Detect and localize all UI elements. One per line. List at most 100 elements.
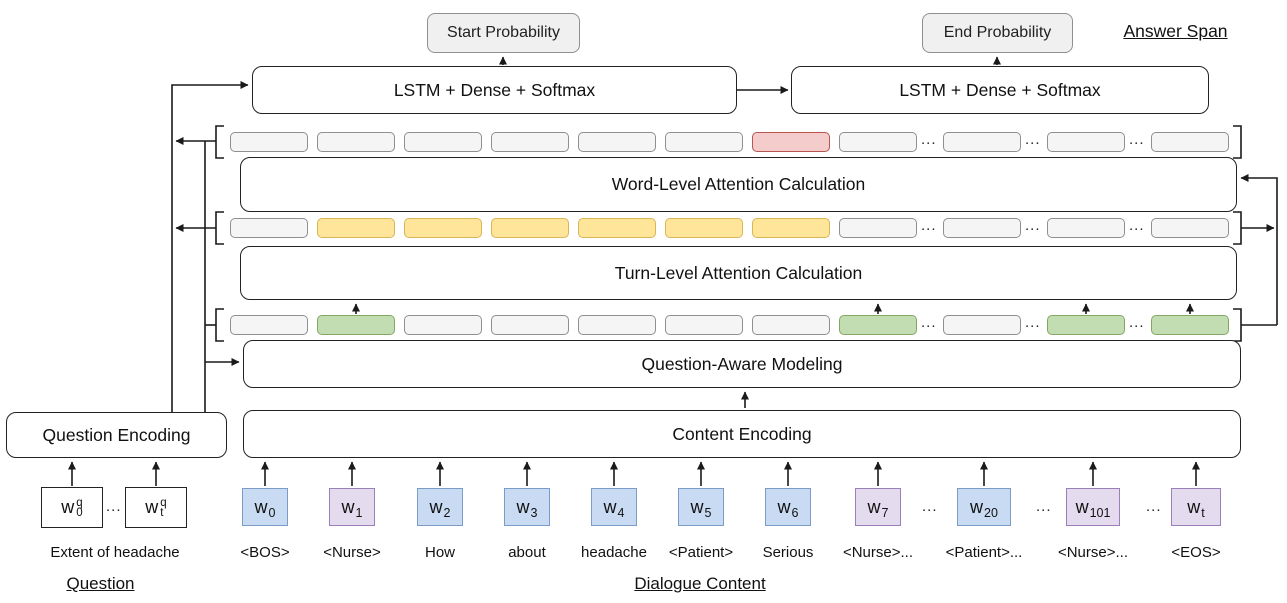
dialogue-word-label-3: about <box>508 544 546 561</box>
dialogue-word-label-5: <Patient> <box>668 544 734 561</box>
word_level-token-2-gray <box>404 132 482 152</box>
turn_level-token-7-gray <box>839 218 917 238</box>
question_aware-token-3-gray <box>491 315 569 335</box>
content-encoding-label: Content Encoding <box>672 423 812 444</box>
turn_level-token-8-gray <box>943 218 1021 238</box>
turn_level-token-5-yellow <box>665 218 743 238</box>
lstm-left-label: LSTM + Dense + Softmax <box>393 79 596 100</box>
dialogue-tokens-ellipsis-2: ... <box>1036 498 1052 515</box>
answer-span-label: Answer Span <box>1123 21 1228 41</box>
turn_level-ellipsis-1: ... <box>1025 217 1041 234</box>
bracket-row2-right <box>1233 211 1242 245</box>
turn_level-token-0-gray <box>230 218 308 238</box>
word_level-token-4-gray <box>578 132 656 152</box>
question_aware-ellipsis-1: ... <box>1025 314 1041 331</box>
dialogue-word-label-9: <Nurse>... <box>1057 544 1129 561</box>
dialogue-word-label-2: How <box>424 544 455 561</box>
word_level-token-5-gray <box>665 132 743 152</box>
question-aware-modeling-label: Question-Aware Modeling <box>641 353 843 374</box>
start-probability-box: Start Probability <box>427 13 580 53</box>
dialogue-word-label-6: Serious <box>762 544 814 561</box>
turn_level-token-1-yellow <box>317 218 395 238</box>
dialogue-word-label-0: <BOS> <box>240 544 290 561</box>
dialogue-word-label-7: <Nurse>... <box>842 544 914 561</box>
lstm-dense-softmax-right: LSTM + Dense + Softmax <box>791 66 1209 114</box>
question-section-label: Question <box>66 574 135 593</box>
dialogue-word-label-10: <EOS> <box>1171 544 1221 561</box>
turn_level-token-4-yellow <box>578 218 656 238</box>
question_aware-token-6-gray <box>752 315 830 335</box>
dialogue-content-section-label: Dialogue Content <box>634 574 766 593</box>
question_aware-token-0-gray <box>230 315 308 335</box>
word_level-token-3-gray <box>491 132 569 152</box>
question_aware-ellipsis-0: ... <box>921 314 937 331</box>
arrow-question-to-lstm <box>171 81 249 412</box>
bracket-row3-right <box>1233 308 1242 342</box>
question_aware-token-5-gray <box>665 315 743 335</box>
word_level-ellipsis-1: ... <box>1025 131 1041 148</box>
question-encoding-box: Question Encoding <box>6 412 227 458</box>
arrow-loop-to-wordattn <box>1240 174 1278 325</box>
question_aware-token-10-green <box>1151 315 1229 335</box>
turn-level-attention-label: Turn-Level Attention Calculation <box>614 262 863 283</box>
turn_level-ellipsis-2: ... <box>1129 217 1145 234</box>
turn_level-token-10-gray <box>1151 218 1229 238</box>
word_level-token-1-gray <box>317 132 395 152</box>
lstm-right-label: LSTM + Dense + Softmax <box>899 79 1101 100</box>
question-encoding-label: Question Encoding <box>42 424 191 445</box>
bracket-row1-left <box>215 125 224 159</box>
word_level-token-6-red <box>752 132 830 152</box>
dialogue-word-label-1: <Nurse> <box>323 544 381 561</box>
turn-level-attention-box: Turn-Level Attention Calculation <box>240 246 1237 300</box>
dialogue-word-label-8: <Patient>... <box>945 544 1023 561</box>
question_aware-token-9-green <box>1047 315 1125 335</box>
word_level-token-9-gray <box>1047 132 1125 152</box>
word_level-token-0-gray <box>230 132 308 152</box>
question_aware-token-2-gray <box>404 315 482 335</box>
start-probability-label: Start Probability <box>447 24 560 41</box>
bracket-row3-left <box>215 308 224 342</box>
word_level-ellipsis-0: ... <box>921 131 937 148</box>
turn_level-token-6-yellow <box>752 218 830 238</box>
question-caption: Extent of headache <box>50 544 180 561</box>
turn_level-token-9-gray <box>1047 218 1125 238</box>
lstm-dense-softmax-left: LSTM + Dense + Softmax <box>252 66 737 114</box>
content-encoding-box: Content Encoding <box>243 410 1241 458</box>
dialogue-word-label-4: headache <box>581 544 647 561</box>
bracket-row2-left <box>215 211 224 245</box>
question_aware-token-4-gray <box>578 315 656 335</box>
dialogue-tokens-ellipsis-3: ... <box>1146 498 1162 515</box>
bracket-row1-right <box>1233 125 1242 159</box>
turn_level-token-3-yellow <box>491 218 569 238</box>
question_aware-token-7-green <box>839 315 917 335</box>
word_level-ellipsis-2: ... <box>1129 131 1145 148</box>
word-level-attention-label: Word-Level Attention Calculation <box>611 174 866 194</box>
end-probability-box: End Probability <box>922 13 1073 53</box>
question_aware-token-8-gray <box>943 315 1021 335</box>
question_aware-token-1-green <box>317 315 395 335</box>
word_level-token-10-gray <box>1151 132 1229 152</box>
word_level-token-8-gray <box>943 132 1021 152</box>
question-tokens-ellipsis: ... <box>106 498 122 515</box>
question-aware-modeling-box: Question-Aware Modeling <box>243 340 1241 388</box>
dialogue-tokens-ellipsis-1: ... <box>922 498 938 515</box>
word_level-token-7-gray <box>839 132 917 152</box>
word-level-attention-box: Word-Level Attention Calculation <box>240 157 1237 212</box>
end-probability-label: End Probability <box>943 24 1052 41</box>
question_aware-ellipsis-2: ... <box>1129 314 1145 331</box>
